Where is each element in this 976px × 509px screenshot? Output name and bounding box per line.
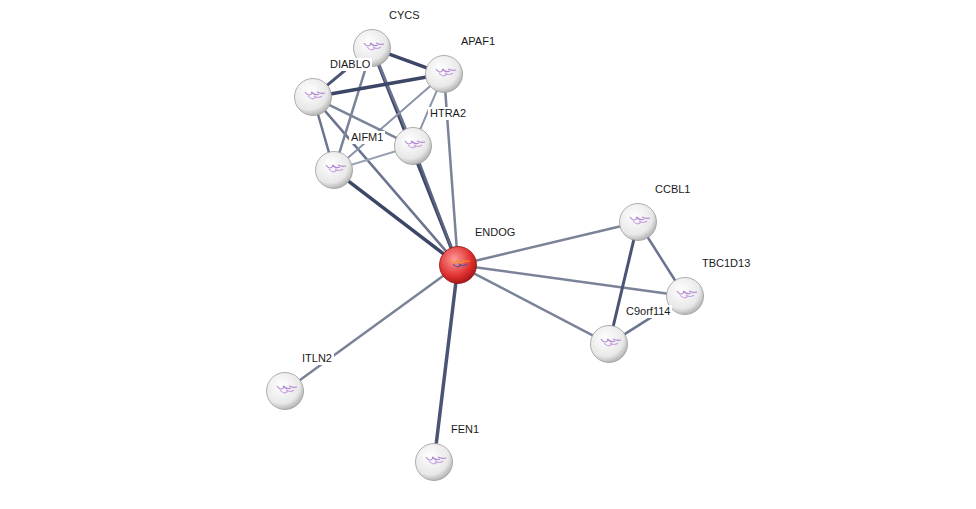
protein-node: DIABLO — [294, 78, 332, 116]
interaction-edge — [390, 54, 426, 67]
interaction-edge — [475, 274, 592, 335]
node-label: TBC1D13 — [700, 257, 752, 270]
protein-node: FEN1 — [415, 443, 453, 481]
node-sphere — [294, 78, 332, 116]
node-sphere — [439, 246, 477, 284]
node-label: AIFM1 — [349, 131, 385, 144]
node-sphere — [315, 151, 353, 189]
node-label: CYCS — [387, 9, 422, 22]
interaction-edge — [352, 152, 395, 165]
node-label: APAF1 — [459, 35, 497, 48]
node-label: FEN1 — [449, 423, 481, 436]
protein-node: C9orf114 — [590, 325, 628, 363]
interaction-edge — [379, 66, 451, 248]
protein-node: CCBL1 — [619, 203, 657, 241]
protein-node: ITLN2 — [266, 372, 304, 410]
interaction-edge — [318, 115, 328, 151]
interaction-edge — [349, 182, 443, 254]
node-sphere — [619, 203, 657, 241]
node-sphere — [415, 443, 453, 481]
node-sphere — [590, 325, 628, 363]
interaction-edge — [300, 276, 442, 380]
node-sphere — [394, 127, 432, 165]
interaction-edge — [348, 86, 429, 157]
interaction-edge — [420, 164, 452, 247]
node-label: ITLN2 — [300, 352, 334, 365]
protein-node: ENDOG — [439, 246, 477, 284]
node-label: DIABLO — [328, 58, 372, 71]
protein-node: AIFM1 — [315, 151, 353, 189]
node-label: HTRA2 — [428, 107, 468, 120]
node-sphere — [266, 372, 304, 410]
interaction-edge — [648, 238, 675, 280]
node-label: CCBL1 — [653, 183, 692, 196]
protein-node: HTRA2 — [394, 127, 432, 165]
node-label: C9orf114 — [624, 305, 672, 318]
node-label: ENDOG — [473, 226, 517, 239]
interaction-edge — [436, 284, 455, 443]
interaction-edge — [332, 77, 426, 93]
node-sphere — [425, 55, 463, 93]
protein-node: APAF1 — [425, 55, 463, 93]
